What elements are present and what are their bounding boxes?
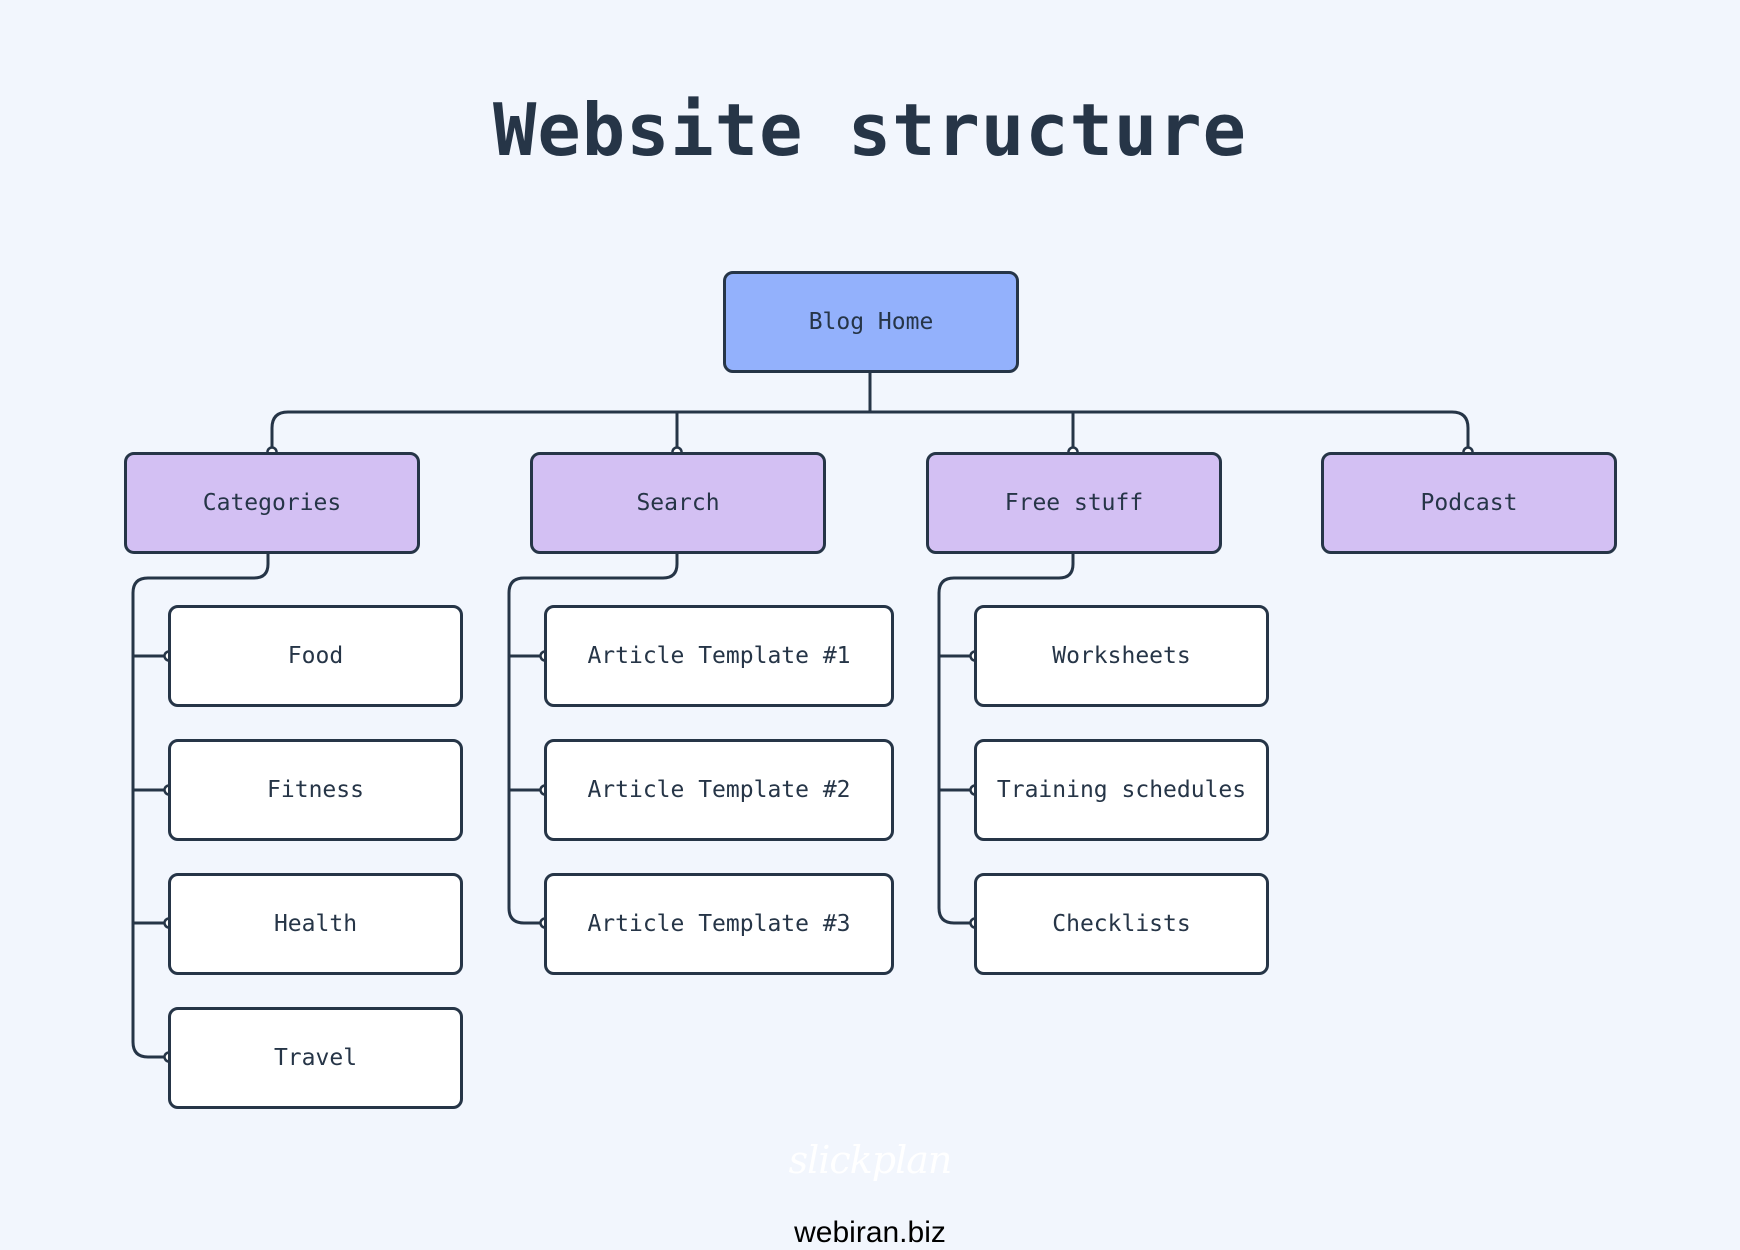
- node-categories[interactable]: Categories: [124, 452, 420, 554]
- node-article-template-2[interactable]: Article Template #2: [544, 739, 894, 841]
- slickplan-watermark: slickplan: [788, 1138, 953, 1182]
- node-search[interactable]: Search: [530, 452, 826, 554]
- node-worksheets[interactable]: Worksheets: [974, 605, 1269, 707]
- node-food[interactable]: Food: [168, 605, 463, 707]
- connector-search-trunk: [507, 551, 679, 925]
- node-health[interactable]: Health: [168, 873, 463, 975]
- footer-site-label: webiran.biz: [794, 1216, 946, 1249]
- node-free-stuff[interactable]: Free stuff: [926, 452, 1222, 554]
- node-training-schedules[interactable]: Training schedules: [974, 739, 1269, 841]
- node-fitness[interactable]: Fitness: [168, 739, 463, 841]
- node-article-template-1[interactable]: Article Template #1: [544, 605, 894, 707]
- connector-bus: [270, 410, 1470, 454]
- node-podcast[interactable]: Podcast: [1321, 452, 1617, 554]
- page-title: Website structure: [493, 88, 1247, 172]
- node-travel[interactable]: Travel: [168, 1007, 463, 1109]
- connector-categories-trunk: [131, 551, 270, 1059]
- node-blog-home[interactable]: Blog Home: [723, 271, 1019, 373]
- node-checklists[interactable]: Checklists: [974, 873, 1269, 975]
- node-article-template-3[interactable]: Article Template #3: [544, 873, 894, 975]
- connector-free-stuff-trunk: [937, 551, 1075, 925]
